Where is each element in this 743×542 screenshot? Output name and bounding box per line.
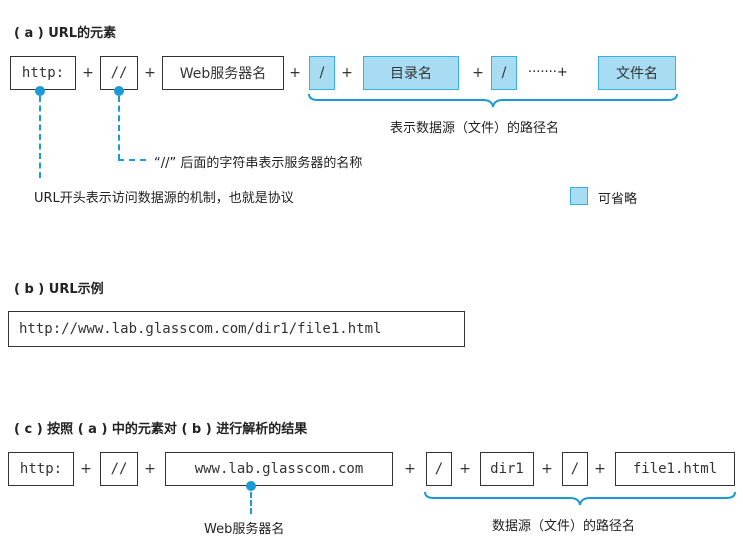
plus-sign: + [82, 65, 94, 81]
slashes-note: “//” 后面的字符串表示服务器的名称 [154, 156, 363, 171]
server-name-box: www.lab.glasscom.com [165, 452, 393, 486]
section-a-title: ( a ) URL的元素 [14, 26, 117, 41]
web-server-box: Web服务器名 [162, 56, 284, 90]
slash-box: / [562, 452, 588, 486]
ellipsis-plus: ·······+ [528, 65, 568, 80]
optional-legend-swatch [570, 187, 588, 205]
path-brace [308, 93, 678, 108]
plus-sign: + [80, 461, 92, 477]
server-dot [246, 481, 256, 491]
slashes-dot [114, 86, 124, 96]
file-box: file1.html [615, 452, 735, 486]
protocol-box: http: [10, 56, 76, 90]
slashes-connector [118, 96, 120, 160]
server-connector [250, 492, 252, 514]
path-brace [424, 491, 736, 506]
slash-box: / [426, 452, 452, 486]
plus-sign: + [472, 65, 484, 81]
plus-sign: + [404, 461, 416, 477]
optional-slash-box: / [491, 56, 517, 90]
slashes-box: // [100, 56, 138, 90]
directory-name-box: 目录名 [363, 56, 459, 90]
plus-sign: + [341, 65, 353, 81]
slashes-connector-h [118, 159, 146, 161]
server-label: Web服务器名 [204, 522, 285, 537]
optional-legend-label: 可省略 [598, 192, 638, 207]
plus-sign: + [459, 461, 471, 477]
example-url-box: http://www.lab.glasscom.com/dir1/file1.h… [8, 311, 465, 347]
protocol-connector [39, 96, 41, 178]
plus-sign: + [289, 65, 301, 81]
directory-box: dir1 [480, 452, 534, 486]
protocol-box: http: [8, 452, 74, 486]
protocol-note: URL开头表示访问数据源的机制，也就是协议 [34, 191, 294, 206]
plus-sign: + [144, 65, 156, 81]
plus-sign: + [594, 461, 606, 477]
path-label: 表示数据源（文件）的路径名 [390, 121, 560, 136]
section-b-title: ( b ) URL示例 [14, 282, 104, 297]
slashes-box: // [100, 452, 138, 486]
path-label: 数据源（文件）的路径名 [492, 519, 636, 534]
protocol-dot [35, 86, 45, 96]
plus-sign: + [144, 461, 156, 477]
optional-slash-box: / [309, 56, 335, 90]
plus-sign: + [541, 461, 553, 477]
section-c-title: ( c ) 按照 ( a ) 中的元素对 ( b ) 进行解析的结果 [14, 422, 308, 437]
file-name-box: 文件名 [598, 56, 676, 90]
